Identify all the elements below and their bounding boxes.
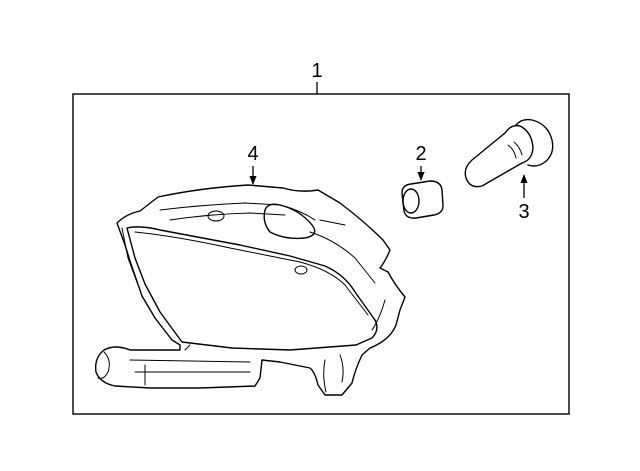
assembly-frame [72,93,570,415]
callout-4-label: 4 [247,143,258,165]
callout-4: 4 [247,143,259,185]
callout-1: 1 [311,60,323,94]
callout-2-label: 2 [415,143,426,165]
socket-cap-part [401,180,444,219]
callout-1-label: 1 [311,60,322,82]
fog-lamp-housing-part [94,184,406,396]
callout-3-label: 3 [518,201,529,223]
bulb-part [464,118,554,188]
callout-2: 2 [415,143,427,181]
callout-3: 3 [518,174,530,223]
